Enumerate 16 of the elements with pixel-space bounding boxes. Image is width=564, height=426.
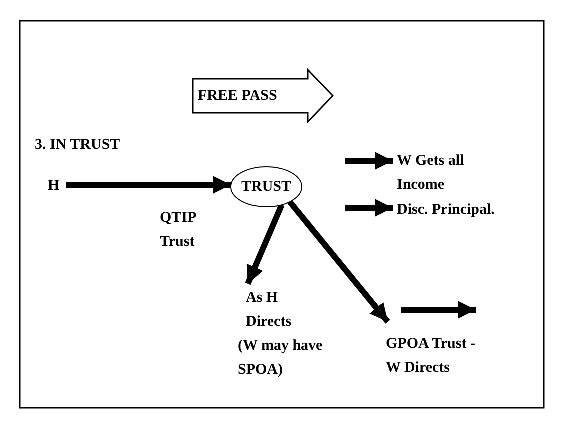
block-arrow bbox=[192, 69, 334, 123]
node-text: Disc. Principal. bbox=[397, 201, 496, 220]
node-text: GPOA Trust - W Directs bbox=[386, 335, 476, 378]
arrow bbox=[245, 204, 285, 286]
section-heading: 3. IN TRUST bbox=[35, 136, 120, 155]
arrow bbox=[288, 200, 390, 324]
node-text: H bbox=[48, 177, 61, 196]
trust-ellipse bbox=[230, 166, 303, 208]
node-text: W Gets all Income bbox=[397, 152, 466, 195]
node-text: FREE PASS bbox=[198, 87, 278, 106]
node-text: As H Directs bbox=[246, 289, 293, 332]
node-text: TRUST bbox=[241, 178, 292, 197]
note-text: (W may have SPOA) bbox=[238, 337, 324, 380]
arrow bbox=[345, 152, 393, 170]
arrow bbox=[66, 176, 231, 194]
arrow bbox=[345, 199, 393, 217]
